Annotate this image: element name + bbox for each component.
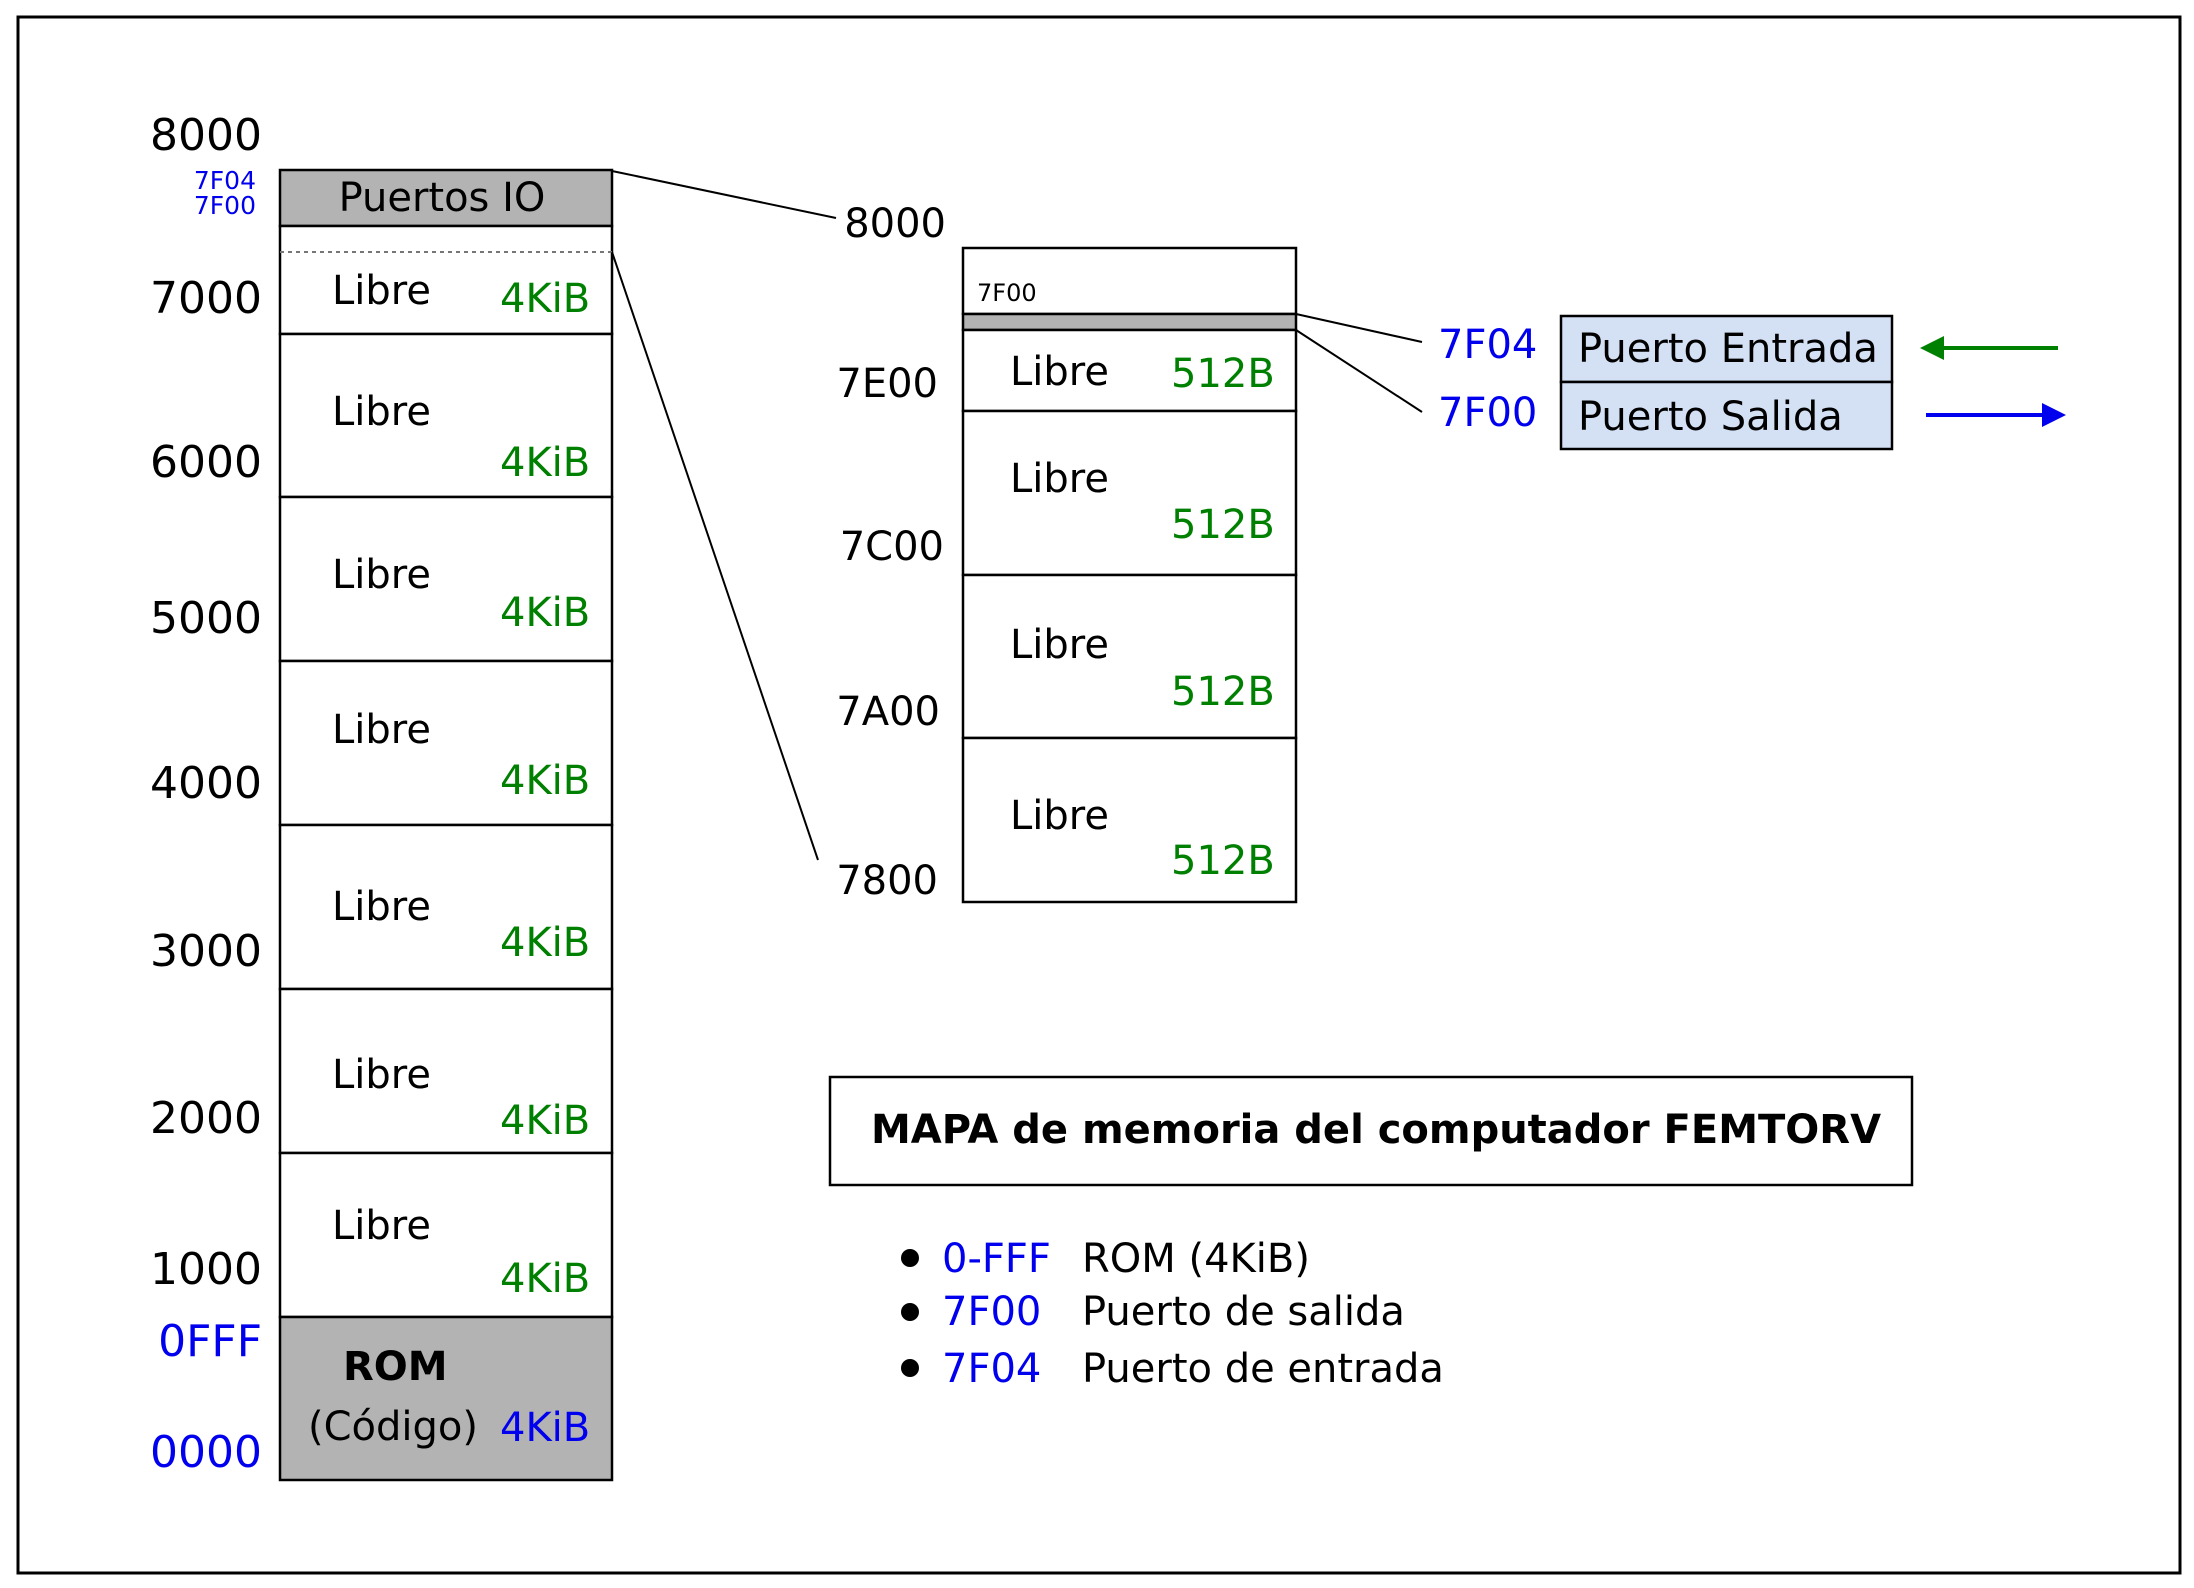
legend-bullet: [901, 1359, 919, 1377]
zoom-inner-addr: 7F00: [977, 279, 1037, 307]
zoom-free-size: 512B: [1171, 502, 1275, 548]
zoom-io-bar: [961, 312, 1298, 332]
addr-7f00: 7F00: [194, 191, 256, 220]
free-block-2000: [278, 987, 614, 1155]
port-out-addr: 7F00: [1438, 390, 1537, 436]
outer-frame: [16, 15, 2182, 1575]
zoom-free-block-7e00: [961, 328, 1298, 413]
free-block-5000: [278, 495, 614, 663]
rom-block: [278, 1315, 614, 1482]
free-block-4000: [278, 659, 614, 827]
zoom-free-label: Libre: [1010, 456, 1109, 502]
port-out-box: [1559, 380, 1894, 451]
legend: 0-FFF ROM (4KiB) 7F00 Puerto de salida 7…: [901, 1236, 1444, 1392]
legend-bullet: [901, 1303, 919, 1321]
legend-text: ROM (4KiB): [1082, 1236, 1310, 1282]
legend-bullet: [901, 1249, 919, 1267]
free-block-1000: [278, 1151, 614, 1319]
free-label: Libre: [332, 552, 431, 598]
free-block-6000: [278, 332, 614, 499]
free-size: 4KiB: [500, 758, 590, 804]
addr-5000: 5000: [150, 593, 262, 644]
zoom-free-size: 512B: [1171, 838, 1275, 884]
diagram-title: MAPA de memoria del computador FEMTORV: [871, 1107, 1881, 1153]
port-in-addr: 7F04: [1438, 322, 1537, 368]
addr-8000: 8000: [150, 110, 262, 161]
port-in-label: Puerto Entrada: [1578, 326, 1878, 372]
addr-0fff: 0FFF: [158, 1316, 262, 1367]
addr-6000: 6000: [150, 437, 262, 488]
zoom-free-block-7800: [961, 736, 1298, 904]
legend-addr: 7F04: [942, 1346, 1041, 1392]
zoom-addr-8000: 8000: [844, 201, 946, 247]
zoom-addr-7e00: 7E00: [836, 361, 938, 407]
title-box: [828, 1075, 1914, 1187]
legend-text: Puerto de entrada: [1082, 1346, 1444, 1392]
addr-7f04: 7F04: [194, 166, 256, 195]
addr-0000: 0000: [150, 1427, 262, 1478]
free-label: Libre: [332, 1203, 431, 1249]
rom-subtitle: (Código): [308, 1404, 478, 1450]
zoom-free-block-7c00: [961, 409, 1298, 577]
io-block-label: Puertos IO: [339, 175, 546, 221]
free-label: Libre: [332, 389, 431, 435]
port-connector-in: [1295, 313, 1423, 343]
free-block-7000: [278, 224, 614, 336]
free-label: Libre: [332, 268, 431, 314]
zoom-connector-top: [611, 170, 837, 219]
legend-addr: 0-FFF: [942, 1236, 1051, 1282]
addr-1000: 1000: [150, 1244, 262, 1295]
zoom-free-label: Libre: [1010, 622, 1109, 668]
rom-size: 4KiB: [500, 1405, 590, 1451]
rom-title: ROM: [343, 1344, 448, 1390]
legend-addr: 7F00: [942, 1289, 1041, 1335]
legend-text: Puerto de salida: [1082, 1289, 1405, 1335]
port-in-box: [1559, 314, 1894, 384]
free-size: 4KiB: [500, 1256, 590, 1302]
free-size: 4KiB: [500, 1098, 590, 1144]
addr-2000: 2000: [150, 1093, 262, 1144]
left-memory-map: Puertos IO Libre 4KiB Libre 4KiB Libre 4…: [150, 110, 614, 1482]
zoom-addr-7800: 7800: [836, 858, 938, 904]
port-connector-out: [1295, 329, 1423, 413]
zoom-free-block-7a00: [961, 573, 1298, 740]
free-size: 4KiB: [500, 590, 590, 636]
zoom-free-label: Libre: [1010, 349, 1109, 395]
free-size: 4KiB: [500, 920, 590, 966]
free-label: Libre: [332, 884, 431, 930]
free-size: 4KiB: [500, 440, 590, 486]
zoom-memory-map: 7F00 Libre 512B Libre 512B Libre 512B Li…: [836, 201, 1298, 904]
ports-panel: 7F04 7F00 Puerto Entrada Puerto Salida: [1438, 314, 2066, 451]
free-label: Libre: [332, 1052, 431, 1098]
addr-3000: 3000: [150, 926, 262, 977]
zoom-free-size: 512B: [1171, 351, 1275, 397]
free-size: 4KiB: [500, 276, 590, 322]
zoom-free-size: 512B: [1171, 669, 1275, 715]
zoom-connector-bottom: [611, 251, 819, 861]
zoom-free-label: Libre: [1010, 793, 1109, 839]
free-label: Libre: [332, 707, 431, 753]
zoom-addr-7a00: 7A00: [836, 689, 940, 735]
port-out-label: Puerto Salida: [1578, 394, 1843, 440]
zoom-addr-7c00: 7C00: [840, 524, 944, 570]
addr-4000: 4000: [150, 758, 262, 809]
addr-7000: 7000: [150, 273, 262, 324]
